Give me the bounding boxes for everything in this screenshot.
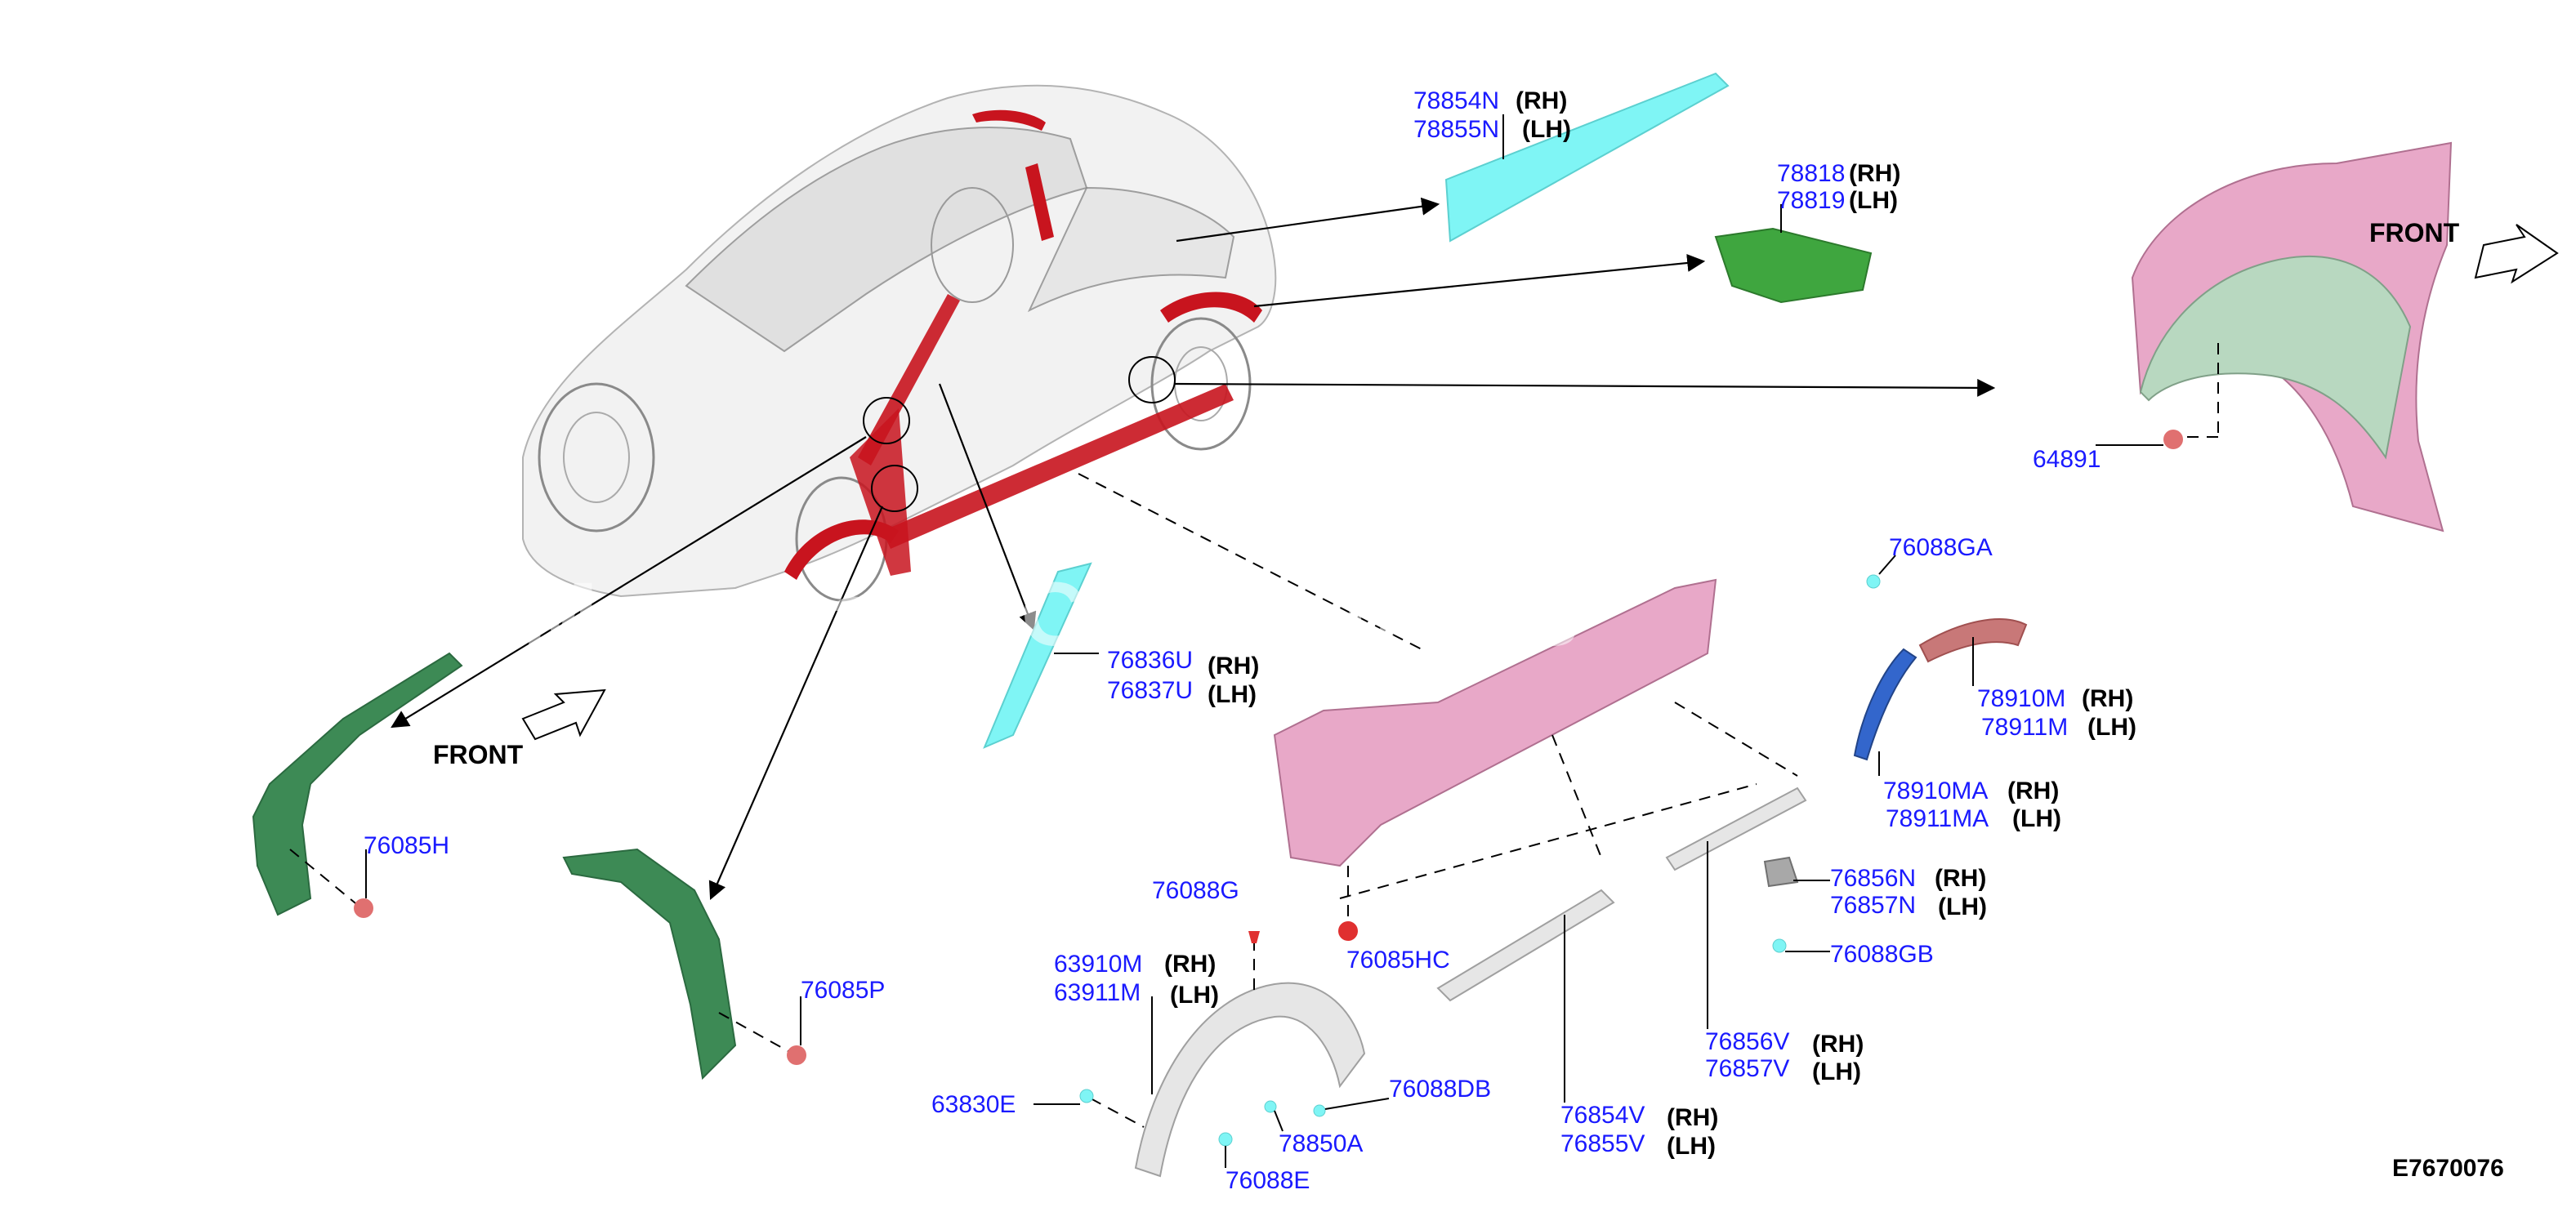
side-lh: (LH) bbox=[1812, 1058, 1861, 1085]
callout-64891: 64891 bbox=[2033, 446, 2101, 473]
wheel-arch-molding bbox=[1034, 931, 1390, 1178]
diagram-code: E7670076 bbox=[2392, 1155, 2504, 1182]
callout-78911M: 78911M bbox=[1981, 714, 2068, 741]
callout-78911MA: 78911MA bbox=[1886, 805, 1989, 832]
side-lh: (LH) bbox=[1170, 982, 1219, 1009]
callout-63830E: 63830E bbox=[931, 1091, 1016, 1118]
side-sill-panel bbox=[1273, 578, 1798, 941]
part-callouts: 78854N (RH) 78855N (LH) 78818 (RH) 78819… bbox=[364, 87, 2504, 1194]
side-lh: (LH) bbox=[1208, 681, 1257, 708]
callout-76085H: 76085H bbox=[364, 832, 449, 859]
front-direction-arrow-left bbox=[521, 688, 606, 741]
callout-78819: 78819 bbox=[1777, 187, 1845, 214]
side-lh: (LH) bbox=[1849, 187, 1898, 214]
sill-moldings bbox=[1436, 786, 1830, 1103]
side-rh: (RH) bbox=[2082, 685, 2133, 712]
callout-78818: 78818 bbox=[1777, 160, 1845, 187]
bracket-green bbox=[1714, 204, 1873, 304]
callout-76085HC: 76085HC bbox=[1346, 947, 1450, 974]
side-rh: (RH) bbox=[1516, 87, 1567, 114]
callout-76837U: 76837U bbox=[1107, 677, 1193, 704]
side-rh: (RH) bbox=[1208, 653, 1259, 680]
side-lh: (LH) bbox=[1667, 1133, 1716, 1160]
callout-76088DB: 76088DB bbox=[1389, 1076, 1491, 1103]
pillar-finisher-upper bbox=[1444, 72, 1730, 243]
callout-78854N: 78854N bbox=[1413, 87, 1499, 114]
front-label-right: FRONT bbox=[2369, 218, 2460, 247]
side-rh: (RH) bbox=[2007, 778, 2059, 804]
callout-76857V: 76857V bbox=[1705, 1055, 1789, 1082]
callout-78855N: 78855N bbox=[1413, 116, 1499, 143]
callout-63910M: 63910M bbox=[1054, 951, 1142, 978]
callout-76088GB: 76088GB bbox=[1830, 941, 1934, 968]
rear-wheelhouse-panel bbox=[2096, 141, 2453, 532]
pointer-arrows bbox=[391, 197, 1996, 901]
side-lh: (LH) bbox=[2012, 805, 2061, 832]
side-rh: (RH) bbox=[1812, 1031, 1864, 1058]
callout-76088GA: 76088GA bbox=[1889, 534, 1993, 561]
callout-78910M: 78910M bbox=[1977, 685, 2065, 712]
callout-63911M: 63911M bbox=[1054, 979, 1141, 1006]
front-pillar-left bbox=[252, 652, 463, 918]
callout-78910MA: 78910MA bbox=[1883, 778, 1988, 804]
front-direction-arrow-right bbox=[2474, 224, 2559, 284]
callout-76836U: 76836U bbox=[1107, 647, 1193, 674]
center-pillar-panel bbox=[562, 848, 806, 1081]
watermark-text: Merchant Catalogues bbox=[523, 564, 1587, 665]
callout-76856N: 76856N bbox=[1830, 865, 1916, 892]
side-lh: (LH) bbox=[1938, 893, 1987, 920]
callout-76085P: 76085P bbox=[801, 977, 885, 1004]
callout-76088E: 76088E bbox=[1225, 1167, 1310, 1194]
callout-76856V: 76856V bbox=[1705, 1028, 1789, 1055]
side-rh: (RH) bbox=[1935, 865, 1986, 892]
pillar-finisher-lower bbox=[983, 562, 1099, 749]
side-lh: (LH) bbox=[2087, 714, 2136, 741]
callout-76854V: 76854V bbox=[1560, 1102, 1645, 1129]
callout-76855V: 76855V bbox=[1560, 1130, 1645, 1157]
side-rh: (RH) bbox=[1667, 1104, 1718, 1131]
side-lh: (LH) bbox=[1522, 116, 1571, 143]
front-label-left: FRONT bbox=[433, 740, 524, 769]
rear-arch-moldings bbox=[1853, 555, 2028, 776]
vehicle-body-illustration bbox=[522, 84, 1277, 602]
callout-76857N: 76857N bbox=[1830, 892, 1916, 919]
side-rh: (RH) bbox=[1164, 951, 1216, 978]
callout-78850A: 78850A bbox=[1279, 1130, 1363, 1157]
callout-76088G: 76088G bbox=[1152, 877, 1239, 904]
side-rh: (RH) bbox=[1849, 160, 1900, 187]
